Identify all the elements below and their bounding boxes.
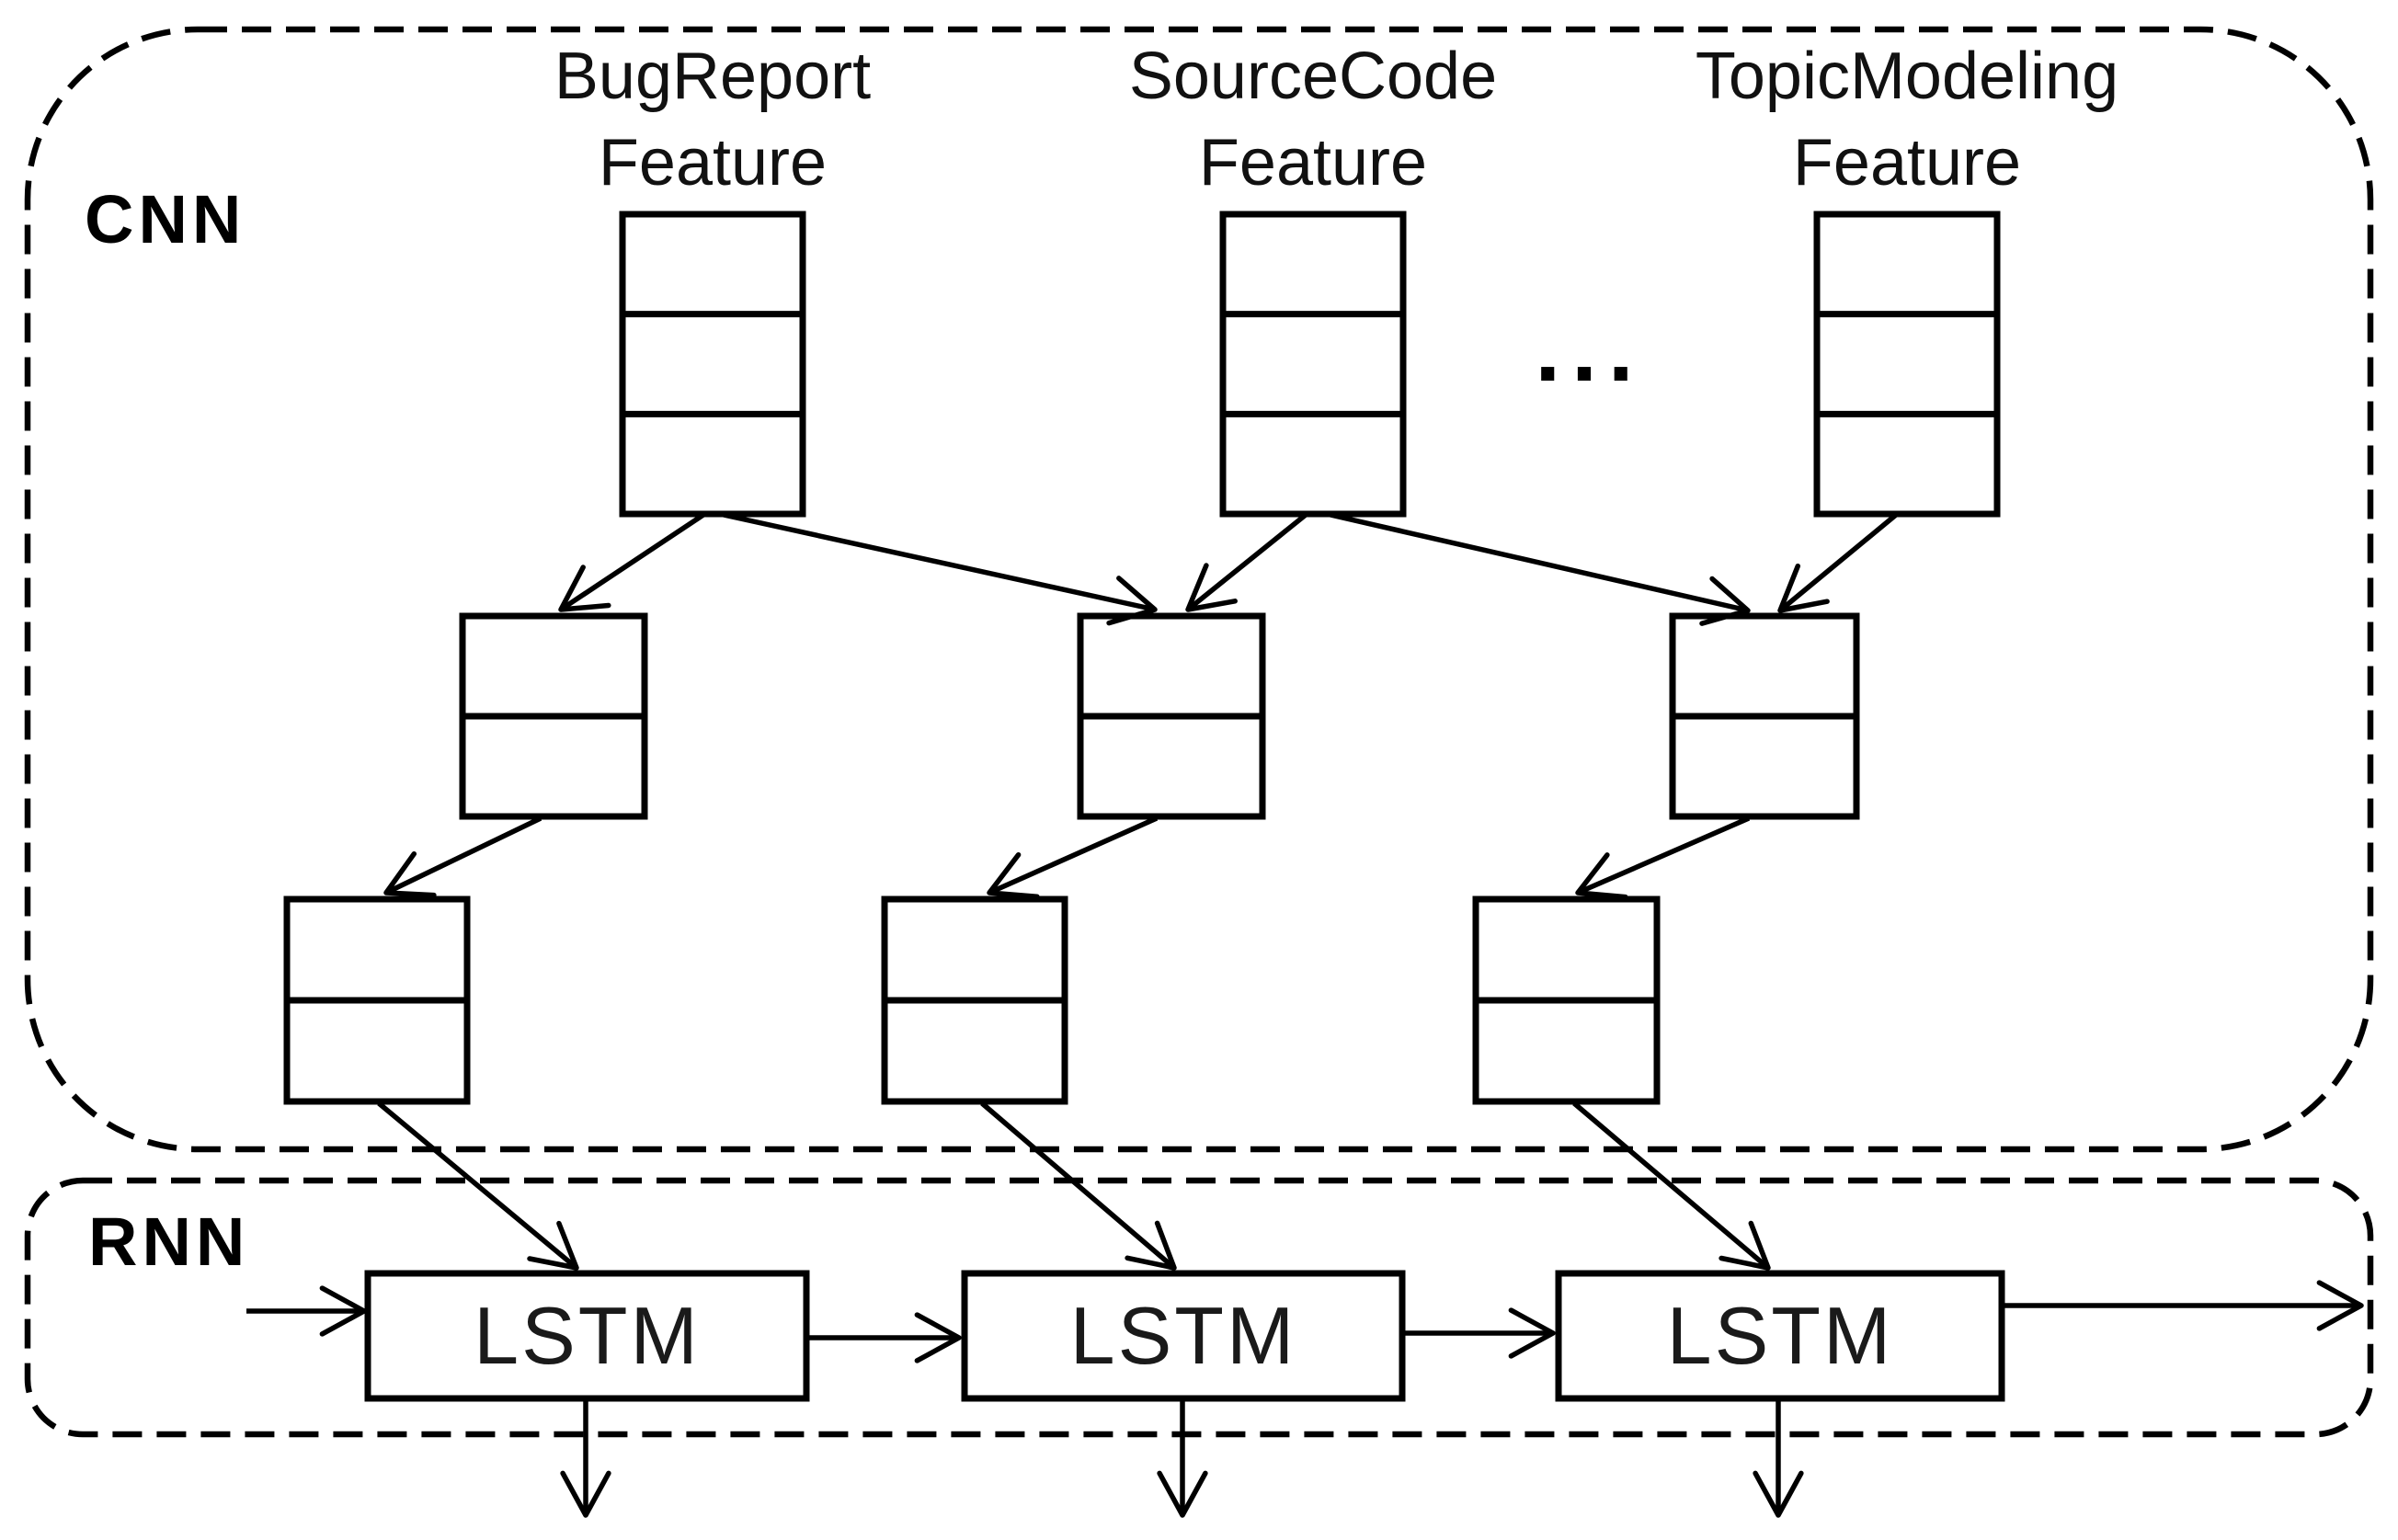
- rnn-region-label: RNN: [88, 1203, 250, 1280]
- arrow-bugreport-to-conv1-head: [558, 565, 611, 612]
- lstm-box-1: [364, 1270, 810, 1402]
- lstm-cell-label-3: LSTM: [1666, 1290, 1894, 1381]
- ellipsis-dots: ...: [1535, 298, 1645, 401]
- arrow-lstm2-to-lstm3-head: [1508, 1307, 1556, 1359]
- arrow-sourcecode-to-conv3: [1330, 512, 1749, 613]
- arrow-pool2-to-lstm2: [980, 1101, 1176, 1271]
- arrow-conv1-to-pool1-head: [383, 850, 437, 898]
- arrow-pool1-to-lstm1-head: [527, 1220, 579, 1271]
- arrow-rnn-output-head: [2316, 1280, 2364, 1331]
- arrow-conv2-to-pool2: [988, 816, 1159, 895]
- arrow-topicmodeling-to-conv3: [1778, 512, 1898, 613]
- arrow-bugreport-to-conv2: [723, 512, 1156, 612]
- arrow-sourcecode-to-conv2-head: [1185, 563, 1238, 612]
- arrow-pool1-to-lstm1: [377, 1101, 578, 1271]
- column-label-bugreport-feature: BugReport Feature: [554, 40, 872, 200]
- arrow-sourcecode-to-conv2: [1186, 512, 1307, 612]
- column-label-sourcecode-feature: SourceCode Feature: [1128, 40, 1498, 200]
- arrow-rnn-input-head: [319, 1285, 367, 1337]
- arrow-conv3-to-pool3: [1576, 816, 1751, 895]
- cnn-region-border: [24, 26, 2374, 1153]
- lstm-box-2: [961, 1270, 1406, 1402]
- bugreport-feature-matrix: [619, 211, 806, 518]
- arrow-lstm2-down-head: [1157, 1470, 1208, 1518]
- arrow-conv2-to-pool2-head: [987, 851, 1040, 899]
- arrow-conv3-to-pool3-head: [1575, 852, 1628, 900]
- arrow-pool2-to-lstm2-head: [1125, 1220, 1177, 1271]
- arrow-conv1-to-pool1: [384, 816, 542, 895]
- cnn-region-label: CNN: [85, 181, 246, 257]
- arrow-topicmodeling-to-conv3-head: [1777, 563, 1830, 613]
- arrow-lstm1-to-lstm2-head: [914, 1312, 962, 1363]
- arrow-pool3-to-lstm3: [1572, 1101, 1770, 1271]
- arrow-sourcecode-to-conv3-head: [1699, 576, 1751, 626]
- arrow-bugreport-to-conv1: [559, 512, 705, 612]
- column-label-topicmodeling-feature: TopicModeling Feature: [1695, 40, 2119, 200]
- arrow-bugreport-to-conv2-head: [1106, 576, 1158, 626]
- lstm-cell-label-1: LSTM: [474, 1290, 701, 1381]
- rnn-region-border: [24, 1177, 2374, 1438]
- lstm-box-3: [1555, 1270, 2005, 1402]
- sourcecode-feature-matrix: [1219, 211, 1407, 518]
- arrow-pool3-to-lstm3-head: [1719, 1220, 1771, 1271]
- arrow-lstm3-down-head: [1753, 1470, 1804, 1518]
- arrow-lstm1-down-head: [560, 1470, 611, 1518]
- lstm-cell-label-2: LSTM: [1069, 1290, 1297, 1381]
- topicmodeling-feature-matrix: [1813, 211, 2001, 518]
